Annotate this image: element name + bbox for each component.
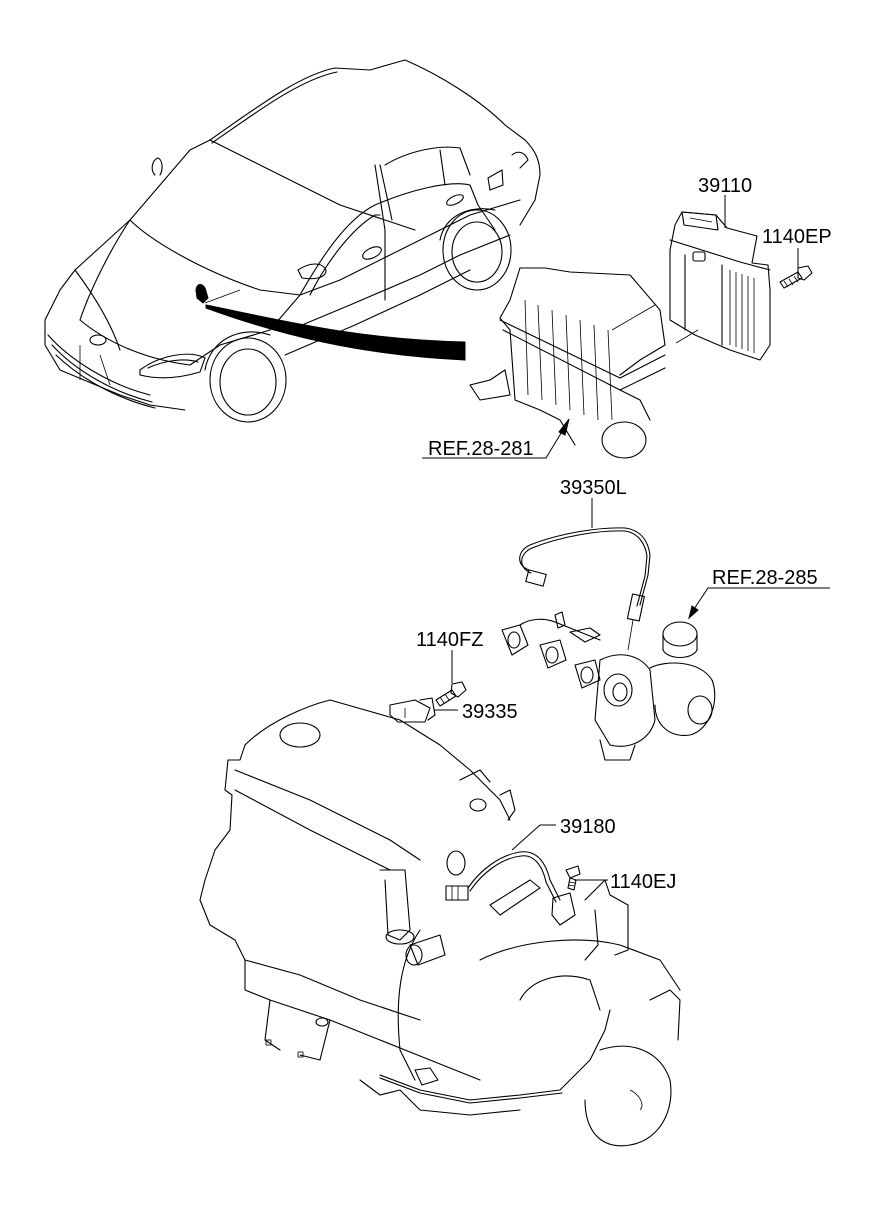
label-ref-28-285[interactable]: REF.28-285 bbox=[712, 567, 818, 589]
bolt-1140fz-illustration bbox=[435, 681, 467, 707]
label-39180[interactable]: 39180 bbox=[560, 816, 616, 838]
leader-ref-28-281 bbox=[422, 424, 567, 459]
arrowhead-ref-28-285 bbox=[688, 605, 699, 620]
arrowhead-ref-28-281 bbox=[558, 418, 570, 436]
leader-ref-28-285 bbox=[691, 587, 830, 613]
label-39350l[interactable]: 39350L bbox=[560, 477, 627, 499]
label-1140ej[interactable]: 1140EJ bbox=[610, 871, 676, 893]
label-1140fz[interactable]: 1140FZ bbox=[416, 629, 483, 651]
ecu-illustration bbox=[669, 211, 771, 361]
sensor-39335-illustration bbox=[389, 697, 436, 723]
bolt-1140ej-illustration bbox=[565, 865, 581, 891]
turbocharger-illustration bbox=[501, 611, 716, 761]
sensor-39180-illustration bbox=[445, 851, 576, 926]
location-marker bbox=[195, 284, 209, 304]
bolt-1140ep-illustration bbox=[779, 265, 813, 289]
vehicle-illustration bbox=[44, 59, 541, 423]
air-cleaner-illustration bbox=[469, 267, 699, 459]
engine-illustration bbox=[199, 699, 681, 1147]
label-1140ep[interactable]: 1140EP bbox=[762, 226, 832, 248]
label-ref-28-281[interactable]: REF.28-281 bbox=[428, 438, 534, 460]
leader-39180 bbox=[511, 824, 556, 851]
bracket-illustration bbox=[584, 879, 629, 961]
oxygen-sensor-illustration bbox=[519, 527, 651, 651]
label-39335[interactable]: 39335 bbox=[462, 701, 518, 723]
label-39110[interactable]: 39110 bbox=[698, 175, 752, 197]
pointer-arrow-band bbox=[205, 304, 466, 361]
